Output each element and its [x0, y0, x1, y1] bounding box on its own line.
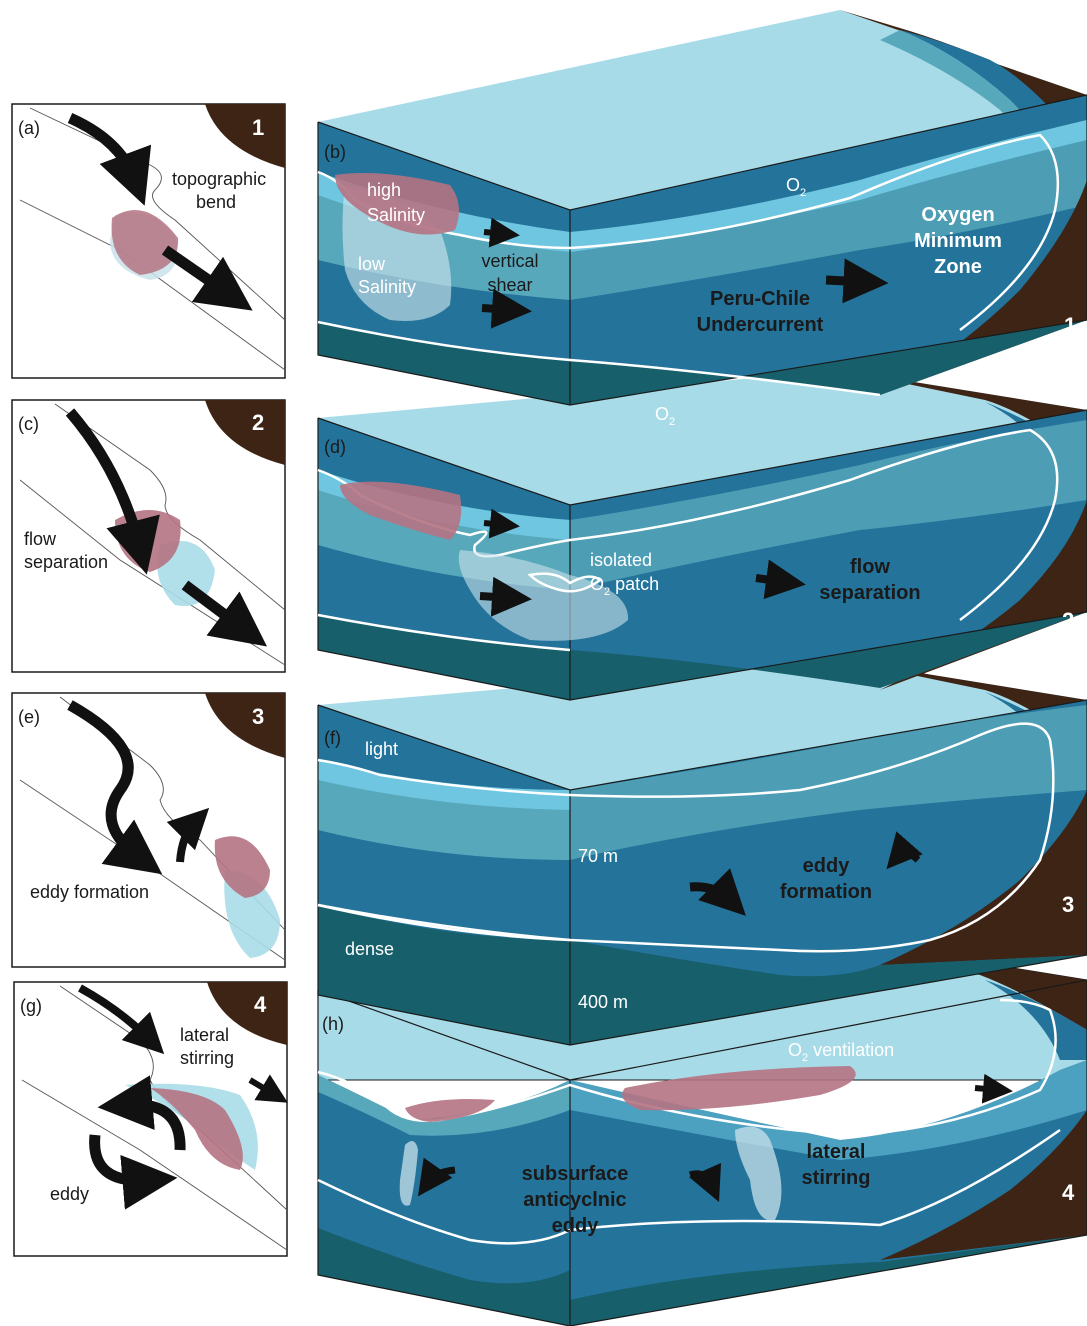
flow-arrow [484, 523, 505, 525]
flow-arrow [484, 232, 505, 234]
light-label: light [365, 739, 398, 759]
block-letter: (f) [324, 728, 341, 748]
flow-arrow [756, 578, 786, 582]
low-salinity-label: Salinity [358, 277, 416, 297]
panel-letter: (e) [18, 707, 40, 727]
depth-label: 70 m [578, 846, 618, 866]
pcuc-label: Undercurrent [697, 314, 824, 336]
step-number: 3 [1062, 892, 1074, 917]
omz-label: Zone [934, 256, 982, 278]
eddy-formation-label: formation [780, 881, 872, 903]
block-letter: (h) [322, 1014, 344, 1034]
patch-label: isolated [590, 550, 652, 570]
shear-label: shear [487, 275, 532, 295]
step-number: 1 [1064, 313, 1076, 338]
stirring-label: lateral [807, 1141, 866, 1163]
low-salinity-label: low [358, 254, 386, 274]
panel-label: stirring [180, 1048, 234, 1068]
eddy-formation-label: eddy [803, 855, 851, 877]
eddy-label: eddy [552, 1215, 600, 1237]
high-salinity-label: Salinity [367, 205, 425, 225]
omz-label: Minimum [914, 230, 1002, 252]
panel-label: separation [24, 552, 108, 572]
flow-arrow [975, 1088, 998, 1090]
panel-e: (e) 3 eddy formation [12, 693, 285, 967]
panel-label: flow [24, 529, 57, 549]
panel-label: bend [196, 192, 236, 212]
step-number: 2 [252, 410, 264, 435]
panel-label: eddy formation [30, 882, 149, 902]
flow-arrow [482, 308, 512, 310]
panel-letter: (a) [18, 118, 40, 138]
dense-label: dense [345, 939, 394, 959]
step-number: 2 [1062, 608, 1074, 633]
panel-letter: (g) [20, 996, 42, 1016]
panel-c: (c) 2 flow separation [12, 400, 285, 672]
panel-g: (g) 4 lateral stirring eddy [14, 982, 287, 1256]
eddy-label: subsurface [522, 1163, 629, 1185]
high-salinity-label: high [367, 180, 401, 200]
block-b: (b) 1 high Salinity low Salinity vertica… [318, 10, 1087, 428]
step-number: 1 [252, 115, 264, 140]
panel-a: (a) 1 topographic bend [12, 104, 285, 378]
panel-label: lateral [180, 1025, 229, 1045]
separation-label: separation [819, 582, 920, 604]
step-number: 3 [252, 704, 264, 729]
block-letter: (d) [324, 437, 346, 457]
stirring-label: stirring [802, 1167, 871, 1189]
separation-label: flow [850, 556, 890, 578]
eddy-label: eddy [50, 1184, 89, 1204]
flow-arrow [480, 596, 512, 598]
depth-label: 400 m [578, 992, 628, 1012]
panel-label: topographic [172, 169, 266, 189]
eddy-label: anticyclnic [523, 1189, 626, 1211]
step-number: 4 [1062, 1180, 1075, 1205]
pcuc-label: Peru-Chile [710, 288, 810, 310]
shear-label: vertical [481, 251, 538, 271]
block-d: (d) 2 isolated O2 patch flow separation [318, 370, 1087, 700]
block-letter: (b) [324, 142, 346, 162]
omz-label: Oxygen [921, 204, 994, 226]
step-number: 4 [254, 992, 267, 1017]
panel-letter: (c) [18, 414, 39, 434]
flow-arrow [826, 280, 866, 282]
